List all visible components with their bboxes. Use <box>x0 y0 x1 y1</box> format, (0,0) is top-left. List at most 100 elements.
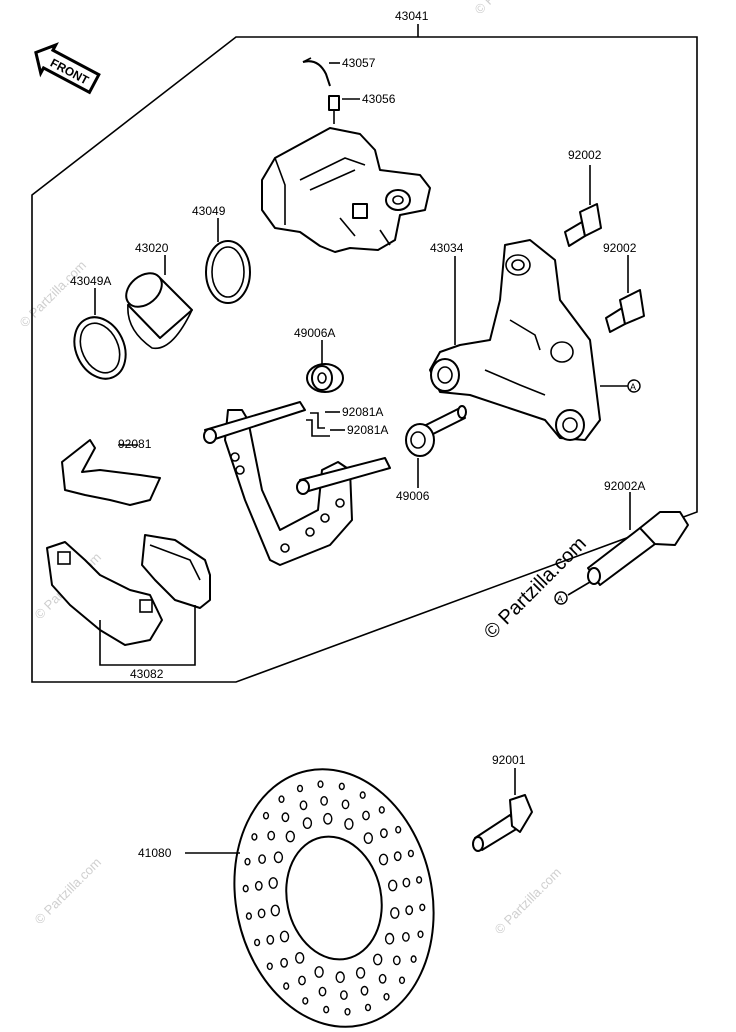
disc-hole <box>392 955 401 966</box>
clip-92081A <box>306 412 330 437</box>
marker-a-circle <box>627 379 641 393</box>
disc-hole <box>401 932 410 942</box>
label-43056: 43056 <box>362 92 396 106</box>
disc-hole <box>296 784 304 793</box>
boot-49006A <box>306 363 344 393</box>
disc-hole <box>416 876 423 884</box>
disc-hole <box>417 930 424 939</box>
bolt-92002-mid <box>605 289 645 333</box>
disc-hole <box>360 985 369 996</box>
disc-hole <box>268 877 278 889</box>
disc-hole <box>384 932 395 945</box>
assembly-outline <box>31 36 698 683</box>
disc-hole <box>363 832 373 844</box>
shim-92081 <box>61 439 161 506</box>
disc-hole <box>262 811 270 820</box>
disc-hole <box>266 962 273 971</box>
watermark-faint: © Partzilla.com <box>32 855 105 928</box>
label-92002-top: 92002 <box>568 148 602 162</box>
disc-hole <box>267 830 276 841</box>
disc-hole <box>398 976 406 985</box>
disc-hole <box>338 782 345 791</box>
disc-hole <box>278 795 285 804</box>
label-43057: 43057 <box>342 56 376 70</box>
disc-hole <box>339 990 348 1000</box>
label-49006: 49006 <box>396 489 430 503</box>
disc-hole <box>335 971 345 984</box>
piston-43020 <box>125 272 193 350</box>
disc-hole <box>341 799 350 810</box>
brake-disc-41080 <box>233 768 435 1028</box>
disc-hole <box>283 982 290 990</box>
disc-hole <box>257 908 266 919</box>
watermark-faint: © Partzilla.com <box>472 0 545 17</box>
pin-boot-49006 <box>405 405 467 457</box>
disc-hole <box>254 938 261 947</box>
disc-hole <box>302 997 309 1005</box>
disc-hole <box>314 966 324 978</box>
disc-hole <box>273 851 284 864</box>
brake-pads-43082 <box>46 534 211 646</box>
label-43082: 43082 <box>130 667 164 681</box>
disc-hole <box>242 884 249 893</box>
disc-hole <box>410 955 417 963</box>
label-92081A-1: 92081A <box>342 405 383 419</box>
disc-hole <box>393 851 402 862</box>
label-92081: 92081 <box>118 437 152 451</box>
disc-hole <box>402 877 411 888</box>
disc-hole <box>378 806 385 814</box>
disc-hole <box>258 854 266 864</box>
caliper-body <box>261 127 431 253</box>
disc-hole <box>280 957 288 968</box>
disc-hole <box>302 817 313 829</box>
disc-hole <box>344 1008 351 1016</box>
disc-hole <box>320 796 328 806</box>
seal-43049 <box>205 240 251 304</box>
disc-hole <box>395 825 402 834</box>
disc-hole <box>378 973 387 984</box>
disc-hole <box>251 833 258 841</box>
disc-hole <box>318 986 327 997</box>
disc-hole <box>373 953 383 966</box>
disc-hole <box>245 912 253 920</box>
disc-hole <box>244 857 251 866</box>
watermark-faint: © Partzilla.com <box>492 865 565 938</box>
disc-hole <box>388 879 398 892</box>
disc-hole <box>266 934 275 945</box>
label-92002-mid: 92002 <box>603 241 637 255</box>
disc-hole <box>279 930 290 943</box>
label-92002A: 92002A <box>604 479 645 493</box>
label-43034: 43034 <box>430 241 464 255</box>
label-92081A-2: 92081A <box>347 423 388 437</box>
disc-holes <box>242 780 426 1016</box>
disc-hole <box>362 810 370 821</box>
label-43041: 43041 <box>395 9 429 23</box>
label-49006A: 49006A <box>294 326 335 340</box>
disc-hole <box>270 904 280 917</box>
disc-hole <box>383 993 390 1001</box>
marker-a-circle-2 <box>554 591 568 605</box>
disc-hole <box>299 800 308 811</box>
disc-hole <box>317 780 324 789</box>
disc-hole <box>407 849 415 858</box>
watermark-faint: © Partzilla.com <box>17 258 90 331</box>
disc-hole <box>355 967 366 979</box>
watermark-main: © Partzilla.com <box>480 533 591 644</box>
label-43049A: 43049A <box>70 274 111 288</box>
disc-hole <box>285 830 295 843</box>
disc-hole <box>359 791 366 799</box>
disc-hole <box>405 905 414 916</box>
disc-hole <box>281 812 290 823</box>
disc-hole <box>298 975 306 986</box>
disc-hole <box>364 1003 372 1012</box>
label-43020: 43020 <box>135 241 169 255</box>
bolt-92001 <box>472 794 533 852</box>
bleeder-43056 <box>328 95 340 124</box>
marker-a-label: A <box>630 382 636 392</box>
bracket-43034 <box>429 239 601 441</box>
disc-hole <box>323 1005 330 1014</box>
marker-a-label-2: A <box>557 594 563 604</box>
disc-hole <box>323 812 333 825</box>
disc-hole <box>379 828 388 839</box>
